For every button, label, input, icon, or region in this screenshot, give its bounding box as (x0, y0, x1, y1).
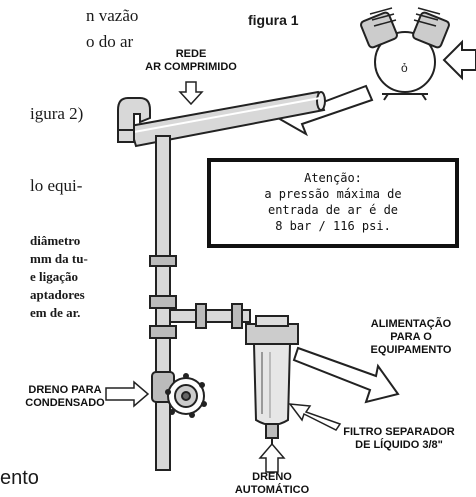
body-text-line: o do ar (86, 32, 134, 51)
body-text-line: n vazão (86, 6, 139, 25)
auto-drain-arrow-icon (258, 442, 286, 473)
pressure-notice-box: Atenção: a pressão máxima de entrada de … (207, 158, 459, 248)
body-bold-line: mm da tu- (30, 251, 88, 266)
label-rede: REDE AR COMPRIMIDO (145, 48, 237, 73)
gooseneck-pipe (117, 97, 171, 263)
body-text-line: igura 2) (30, 104, 84, 123)
notice-line: entrada de ar é de (267, 203, 399, 217)
condensate-arrow-icon (105, 380, 150, 408)
label-dreno-condensado: DRENO PARA CONDENSADO (25, 384, 105, 409)
label-filtro-separador: FILTRO SEPARADOR DE LÍQUIDO 3/8" (343, 426, 455, 451)
label-dreno-automatico: DRENO AUTOMÁTICO (234, 471, 310, 496)
drain-valve-icon (151, 371, 207, 418)
compressor-icon: ỏ (360, 7, 450, 101)
body-text-line: ento (0, 467, 39, 489)
notice-line: 8 bar / 116 psi. (275, 219, 391, 233)
filter-separator-icon (245, 315, 299, 444)
filter-arrow-icon (288, 403, 342, 431)
label-alimentacao: ALIMENTAÇÃO PARA O EQUIPAMENTO (370, 318, 452, 356)
body-text-line: lo equi- (30, 176, 83, 195)
notice-line: Atenção: (304, 171, 362, 185)
branch-pipe (169, 303, 251, 329)
body-bold-line: em de ar. (30, 305, 81, 320)
svg-text:ỏ: ỏ (401, 61, 408, 75)
notice-line: a pressão máxima de (264, 187, 402, 201)
supply-arrow-icon (292, 346, 400, 404)
arrow-down-icon (178, 81, 204, 106)
figure-title: figura 1 (248, 12, 299, 28)
arrow-right-icon (442, 39, 476, 81)
body-bold-line: diâmetro (30, 233, 81, 248)
body-bold-line: aptadores (30, 287, 85, 302)
body-bold-line: e ligação (30, 269, 79, 284)
vertical-pipe (149, 255, 177, 471)
